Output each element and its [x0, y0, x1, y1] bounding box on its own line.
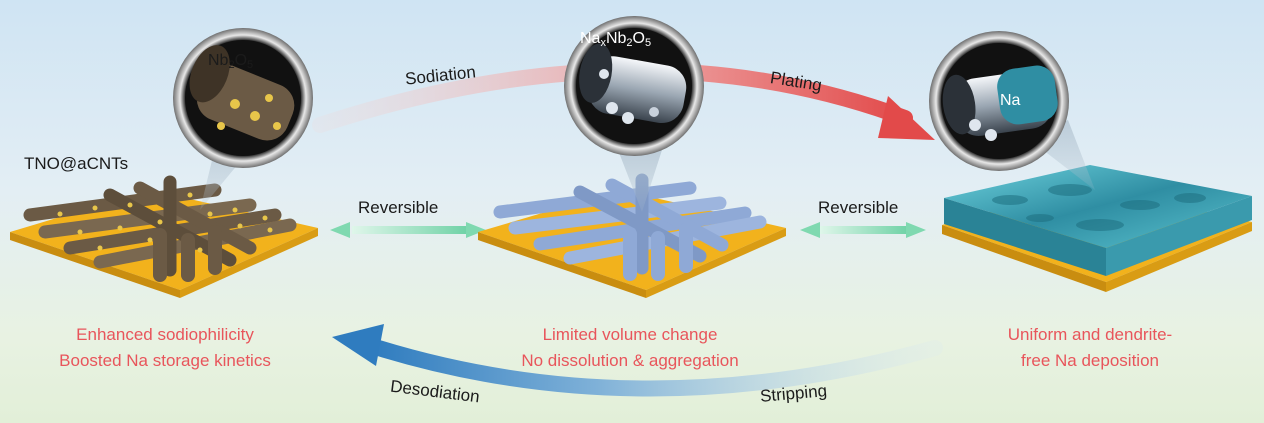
- caption-line: Enhanced sodiophilicity: [76, 325, 254, 344]
- formula-part: 5: [247, 59, 254, 71]
- reversible-arrow-left: [330, 222, 486, 238]
- inset-na: [929, 31, 1069, 171]
- formula-part: Na: [580, 30, 601, 47]
- panel1-caption: Enhanced sodiophilicity Boosted Na stora…: [30, 322, 300, 374]
- inset-nb2o5: [173, 28, 313, 168]
- caption-line: No dissolution & aggregation: [521, 351, 739, 370]
- caption-line: free Na deposition: [1021, 351, 1159, 370]
- reversible-label-left: Reversible: [358, 198, 439, 217]
- inset3-label: Na: [1000, 92, 1021, 109]
- panel3-caption: Uniform and dendrite- free Na deposition: [970, 322, 1210, 374]
- inset2-label: NaxNb2O5: [580, 30, 651, 49]
- formula-part: 2: [228, 59, 235, 71]
- formula-part: x: [600, 37, 606, 49]
- reversible-label-right: Reversible: [818, 198, 899, 217]
- inset1-label: Nb2O5: [208, 52, 253, 71]
- formula-part: Nb: [605, 30, 627, 47]
- desodiation-arrowhead: [332, 324, 384, 366]
- formula-part: O: [632, 30, 645, 47]
- inset-naxnb2o5: [564, 16, 704, 156]
- formula-part: 2: [626, 37, 633, 49]
- sodium-layer-front-left: [944, 198, 1106, 276]
- panel1-name: TNO@aCNTs: [24, 154, 129, 173]
- panel2-caption: Limited volume change No dissolution & a…: [495, 322, 765, 374]
- caption-line: Limited volume change: [542, 325, 718, 344]
- blue-nanotubes: [493, 173, 767, 281]
- reversible-arrow-right: [800, 222, 926, 238]
- plating-arrowhead: [878, 96, 935, 140]
- caption-line: Uniform and dendrite-: [1007, 325, 1173, 344]
- formula-part: 5: [644, 37, 652, 49]
- formula-part: Nb: [208, 52, 229, 69]
- stripping-desodiation-arrow: [364, 338, 943, 397]
- sodium-layer-front-right: [1106, 196, 1252, 276]
- panel-naxnb2o5: [478, 16, 786, 298]
- panel-na-deposition: [929, 31, 1252, 292]
- sodium-layer-top: [944, 165, 1252, 248]
- panel-tno-acnts: [10, 28, 318, 298]
- yellow-nanoparticles: [57, 192, 273, 253]
- zoom-cone-2: [618, 150, 662, 212]
- formula-part: O: [234, 52, 248, 69]
- caption-line: Boosted Na storage kinetics: [59, 351, 271, 370]
